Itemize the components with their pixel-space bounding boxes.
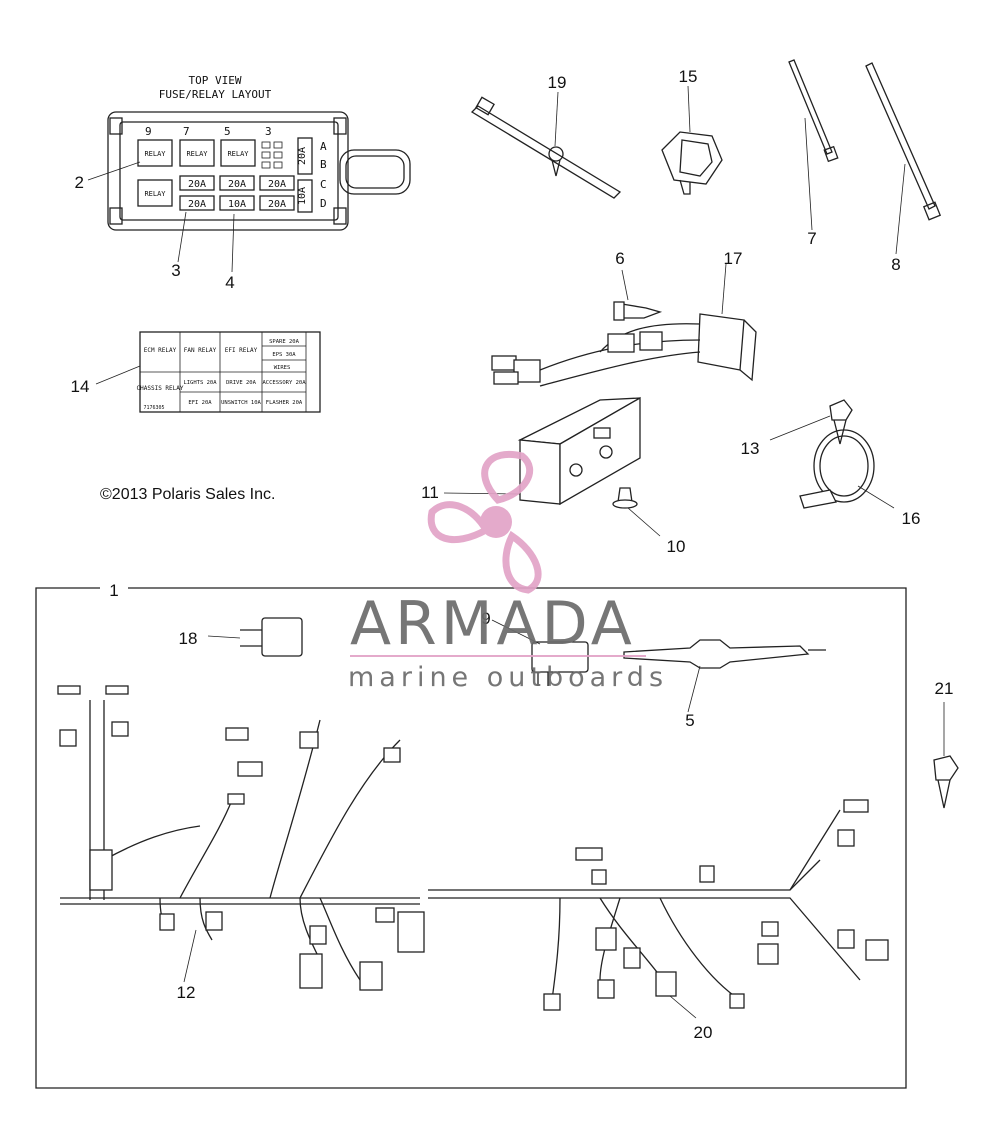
decal-eps: EPS 30A [272,352,296,358]
row-letter-c: C [320,178,327,191]
bolt-13 [769,399,853,445]
callout-12: 12 [177,983,196,1002]
row-letter-a: A [320,140,327,153]
side-fuse-d: 10A [297,187,308,205]
harness-frame [35,587,907,1089]
relay-label-2: RELAY [186,150,208,158]
decal-unswitch: UNSWITCH 10A [221,400,261,406]
decal-ecm-relay: ECM RELAY [144,347,177,354]
fuse-r1-3: 20A [268,179,286,190]
wire-clip-15 [661,85,723,195]
callout-9: 9 [481,609,490,628]
callout-17: 17 [724,249,743,268]
callout-8: 8 [891,255,900,274]
fuse-relay-box: TOP VIEW FUSE/RELAY LAYOUT 9 7 5 3 RELAY… [87,74,411,273]
harness-17 [491,263,757,387]
propeller-logo [427,450,542,594]
copyright-text: ©2013 Polaris Sales Inc. [100,486,275,503]
decal-spare: SPARE 20A [269,339,299,345]
brand-tagline: marine outboards [348,662,668,693]
callout-11: 11 [421,483,439,502]
relay-label-3: RELAY [227,150,249,158]
fuse-r1-2: 20A [228,179,246,190]
callout-7: 7 [807,229,816,248]
wire-harness-20 [428,799,889,1019]
fuse-holder-5 [623,639,826,713]
row-letter-b: B [320,158,327,171]
side-fuse-a: 20A [297,147,308,165]
callout-13: 13 [741,439,760,458]
callout-3: 3 [171,261,180,280]
push-rivet-6 [613,269,663,321]
callout-21: 21 [935,679,954,698]
decal-chassis-relay: CHASSIS RELAY [137,385,184,392]
fuse-decal: ECM RELAY FAN RELAY EFI RELAY SPARE 20A … [95,331,321,413]
callout-10: 10 [667,537,686,556]
decal-part-no: 7176305 [143,405,164,411]
relay-label-4: RELAY [144,190,166,198]
fuse-top-num-5: 5 [224,125,231,138]
decal-efi-relay: EFI RELAY [225,347,258,354]
push-pin-10 [612,487,661,537]
fuse-box-title-1: TOP VIEW [189,74,242,87]
bracket-11 [443,396,641,506]
row-letter-d: D [320,197,327,210]
cable-tie-8 [865,62,942,255]
relay-label-1: RELAY [144,150,166,158]
callout-4: 4 [225,273,234,292]
decal-fan-relay: FAN RELAY [184,347,217,354]
relay-18 [207,617,303,657]
callout-16: 16 [902,509,921,528]
p-clamp-16 [799,429,895,509]
fuse-top-num-7: 7 [183,125,190,138]
armada-watermark: ARMADA marine outboards [348,450,668,693]
fuse-r1-1: 20A [188,179,206,190]
cable-tie-7 [788,59,839,231]
callout-18: 18 [179,629,198,648]
callout-5: 5 [685,711,694,730]
wire-harness-12 [57,685,425,991]
fuse-box-title-2: FUSE/RELAY LAYOUT [159,88,272,101]
decal-accessory: ACCESSORY 20A [262,380,306,386]
brand-name: ARMADA [350,589,636,659]
fuse-r2-3: 20A [268,199,286,210]
fuse-r2-1: 20A [188,199,206,210]
decal-drive: DRIVE 20A [226,380,256,386]
callout-15: 15 [679,67,698,86]
decal-efi: EFI 20A [188,400,212,406]
decal-flasher: FLASHER 20A [266,400,303,406]
callout-14: 14 [71,377,90,396]
fuse-top-num-3: 3 [265,125,272,138]
fuse-r2-2: 10A [228,199,246,210]
decal-wires: WIRES [274,365,291,371]
callout-19: 19 [548,73,567,92]
callout-20: 20 [694,1023,713,1042]
callout-6: 6 [615,249,624,268]
callout-2: 2 [75,173,84,192]
callout-1: 1 [109,581,118,600]
fuse-top-num-9: 9 [145,125,152,138]
decal-lights: LIGHTS 20A [183,380,217,386]
bolt-21 [933,702,959,809]
cable-tie-19 [470,91,622,199]
